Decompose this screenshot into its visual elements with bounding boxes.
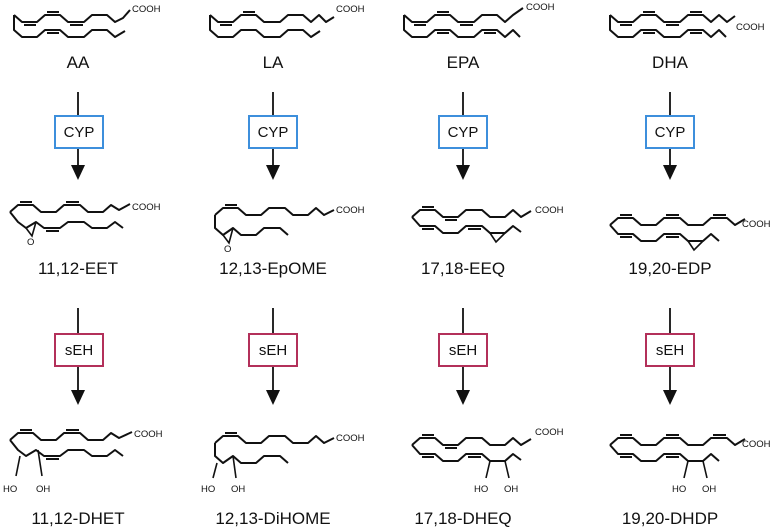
dihome-hydroxyl-bond [232, 455, 237, 479]
dhet-hydroxyl-bond [15, 455, 21, 477]
epome-oxygen-label: O [224, 244, 231, 255]
dheq-oh-label: OH [504, 484, 518, 495]
seh-box-epa [438, 333, 488, 367]
cyp-box-la [248, 115, 298, 149]
dhdp-hydroxyl-bond [702, 460, 708, 479]
aa-acid-label: COOH [132, 4, 161, 15]
cyp-label-la: CYP [258, 124, 289, 141]
arrow-head [71, 390, 85, 405]
cyp-box-epa [438, 115, 488, 149]
la-acid-label: COOH [336, 4, 365, 15]
cyp-label-epa: CYP [448, 124, 479, 141]
dhet-structure [9, 431, 133, 441]
eet-oxygen-label: O [27, 237, 34, 248]
epoxide-label-epome: 12,13-EpOME [219, 259, 327, 278]
seh-label-la: sEH [259, 342, 287, 359]
epome-structure [214, 207, 335, 216]
arrow-head [456, 390, 470, 405]
epoxide-label-edp: 19,20-EDP [628, 259, 711, 278]
seh-box-aa [54, 333, 104, 367]
cyp-label-aa: CYP [64, 124, 95, 141]
substrate-label-dha: DHA [652, 53, 689, 72]
dha-structure [609, 14, 736, 23]
dihome-hydroxyl-bond [212, 462, 218, 479]
aa-tail [13, 15, 126, 38]
epome-epoxide-ring [222, 227, 234, 245]
eet-structure [9, 203, 131, 213]
epoxide-label-eet: 11,12-EET [38, 259, 118, 278]
seh-box-la [248, 333, 298, 367]
cyp-box-aa [54, 115, 104, 149]
pathway-column-epa: COOH EPA CYP COOH 17,18-EEQ sEH HO OH CO… [403, 2, 564, 528]
eet-epoxide-ring [25, 221, 37, 238]
substrate-label-aa: AA [67, 53, 90, 72]
dhet-ho-label: HO [3, 484, 17, 495]
substrate-label-la: LA [263, 53, 284, 72]
edp-epoxide-ring [687, 240, 704, 252]
edp-structure [609, 217, 746, 226]
arrow-head [71, 165, 85, 180]
pathway-column-aa: COOH AA CYP O COOH 11,12-EET sEH HO OH C… [3, 4, 163, 528]
dhet-oh-label: OH [36, 484, 50, 495]
seh-box-dha [645, 333, 695, 367]
eet-tail [9, 211, 124, 229]
edp-acid-label: COOH [742, 219, 771, 230]
dihome-structure [214, 435, 335, 444]
epa-acid-label: COOH [526, 2, 555, 13]
cyp-box-dha [645, 115, 695, 149]
edp-tail [609, 224, 720, 242]
seh-label-aa: sEH [65, 342, 93, 359]
arrow-head [266, 390, 280, 405]
dhdp-hydroxyl-bond [683, 460, 689, 479]
dhet-hydroxyl-bond [37, 449, 43, 477]
dhet-acid-label: COOH [134, 429, 163, 440]
dheq-hydroxyl-bond [485, 460, 491, 479]
arrow-head [456, 165, 470, 180]
eeq-structure [411, 209, 532, 218]
la-tail [209, 15, 321, 38]
dihome-acid-label: COOH [336, 433, 365, 444]
seh-label-epa: sEH [449, 342, 477, 359]
la-structure [209, 14, 335, 23]
seh-label-dha: sEH [656, 342, 684, 359]
diol-label-dhdp: 19,20-DHDP [622, 509, 718, 528]
dheq-ho-label: HO [474, 484, 488, 495]
epome-acid-label: COOH [336, 205, 365, 216]
epoxide-label-eeq: 17,18-EEQ [421, 259, 505, 278]
dhdp-tail [609, 444, 720, 462]
eeq-epoxide-ring [489, 232, 506, 244]
arrow-head [663, 165, 677, 180]
dhdp-oh-label: OH [702, 484, 716, 495]
diol-label-dihome: 12,13-DiHOME [215, 509, 330, 528]
dihome-tail [214, 443, 289, 464]
substrate-label-epa: EPA [447, 53, 480, 72]
dhdp-structure [609, 437, 746, 446]
pathway-column-la: COOH LA CYP O COOH 12,13-EpOME sEH HO OH… [201, 4, 365, 528]
dihome-ho-label: HO [201, 484, 215, 495]
arrow-head [663, 390, 677, 405]
dhet-tail [9, 439, 124, 457]
dheq-tail [411, 444, 522, 462]
dheq-hydroxyl-bond [504, 460, 510, 479]
diol-label-dheq: 17,18-DHEQ [414, 509, 511, 528]
dhdp-ho-label: HO [672, 484, 686, 495]
aa-structure [13, 9, 131, 23]
eet-acid-label: COOH [132, 202, 161, 213]
pathway-column-dha: COOH DHA CYP COOH 19,20-EDP sEH HO OH CO… [609, 11, 771, 528]
dheq-structure [411, 437, 532, 446]
dhdp-acid-label: COOH [742, 439, 771, 450]
dha-acid-label: COOH [736, 22, 765, 33]
dihome-oh-label: OH [231, 484, 245, 495]
arrow-head [266, 165, 280, 180]
eeq-acid-label: COOH [535, 205, 564, 216]
eeq-tail [411, 216, 522, 234]
cyp-label-dha: CYP [655, 124, 686, 141]
epome-tail [214, 215, 289, 236]
epa-structure [403, 7, 524, 23]
epa-tail [403, 15, 521, 38]
dheq-acid-label: COOH [535, 427, 564, 438]
dha-tail [609, 15, 727, 38]
diol-label-dhet: 11,12-DHET [31, 509, 124, 528]
